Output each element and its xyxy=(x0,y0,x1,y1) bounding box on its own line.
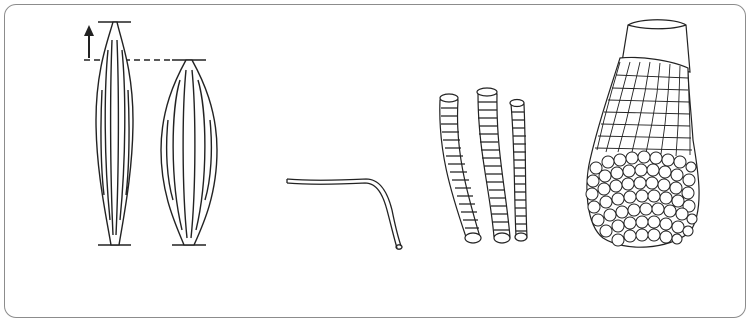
up-arrow-icon xyxy=(84,25,94,58)
contracted-muscle xyxy=(161,60,217,245)
myofibril-bundles xyxy=(440,88,527,243)
myofibril-right xyxy=(510,100,527,242)
myofibril-middle xyxy=(477,88,510,243)
muscle-contraction-comparison xyxy=(84,22,217,245)
fiber-cross-sections xyxy=(586,151,697,246)
myofibril-left xyxy=(440,94,481,243)
single-muscle-fiber xyxy=(287,179,402,249)
fascicle-cross-section xyxy=(586,20,699,247)
stretched-muscle xyxy=(96,22,133,245)
